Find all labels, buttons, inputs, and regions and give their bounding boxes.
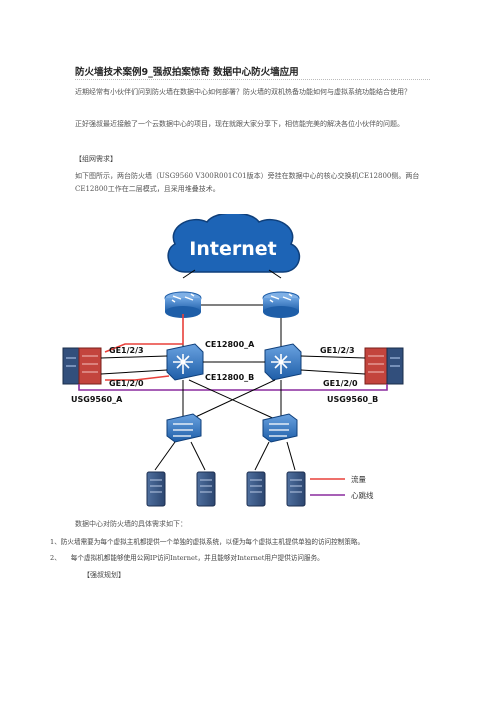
- legend-heartbeat-label: 心跳线: [351, 490, 374, 500]
- router-b-icon: [262, 291, 300, 318]
- server-3-icon: [246, 471, 266, 507]
- fw-a-port-top-label: GE1/2/3: [109, 346, 144, 355]
- internet-cloud-icon: Internet: [167, 214, 301, 273]
- fw-b-port-top-label: GE1/2/3: [320, 346, 355, 355]
- router-a-icon: [164, 291, 202, 318]
- core-switch-a-label: CE12800_A: [205, 340, 255, 349]
- server-1-icon: [146, 471, 166, 507]
- access-switch-a-icon: [166, 413, 202, 443]
- section-heading-plan: 【强叔规划】: [83, 571, 125, 579]
- firewall-a-label: USG9560_A: [71, 395, 123, 404]
- firewall-b-label: USG9560_B: [327, 395, 378, 404]
- fw-b-port-bottom-label: GE1/2/0: [323, 379, 358, 388]
- intro-paragraph-1: 近期经常有小伙伴们问到防火墙在数据中心如何部署？防火墙的双机热备功能如何与虚拟系…: [75, 88, 411, 96]
- requirement-item-1: 1、防火墙需要为每个虚拟主机都提供一个单独的虚拟系统，以便为每个虚拟主机提供单独…: [50, 536, 470, 546]
- core-switch-b-icon: [264, 343, 302, 381]
- section-heading-network: 【组网需求】: [75, 155, 117, 163]
- requirement-number: 2、: [50, 554, 61, 562]
- firewall-b-icon: [364, 347, 404, 385]
- server-2-icon: [196, 471, 216, 507]
- internet-label: Internet: [189, 238, 276, 260]
- server-4-icon: [286, 471, 306, 507]
- requirement-number: 1、: [50, 538, 61, 546]
- core-switch-a-icon: [166, 343, 204, 381]
- firewall-a-icon: [62, 347, 102, 385]
- intro-paragraph-2: 正好强叔最近接触了一个云数据中心的项目，现在就跟大家分享下，相信能完美的解决各位…: [75, 120, 404, 128]
- legend-traffic-label: 流量: [351, 474, 366, 484]
- title-divider: [75, 79, 430, 80]
- access-switch-b-icon: [262, 413, 298, 443]
- core-switch-b-label: CE12800_B: [205, 373, 254, 382]
- requirement-text: 防火墙需要为每个虚拟主机都提供一个单独的虚拟系统，以便为每个虚拟主机提供单独的访…: [60, 538, 365, 546]
- fw-a-port-bottom-label: GE1/2/0: [109, 379, 144, 388]
- requirement-text: 每个虚拟机都能够使用公网IP访问Internet，并且能够对Internet用户…: [70, 554, 324, 562]
- article-title: 防火墙技术案例9_强叔拍案惊奇 数据中心防火墙应用: [75, 67, 299, 78]
- requirement-item-2: 2、 每个虚拟机都能够使用公网IP访问Internet，并且能够对Internet…: [50, 552, 470, 562]
- diagram-legend: 流量 心跳线: [310, 474, 374, 500]
- requirements-intro: 数据中心对防火墙的具体需求如下：: [75, 520, 187, 528]
- network-topology-diagram: Internet CE12: [62, 214, 404, 507]
- network-description: 如下图所示，两台防火墙（USG9560 V300R001C01版本）旁挂在数据中…: [75, 172, 420, 193]
